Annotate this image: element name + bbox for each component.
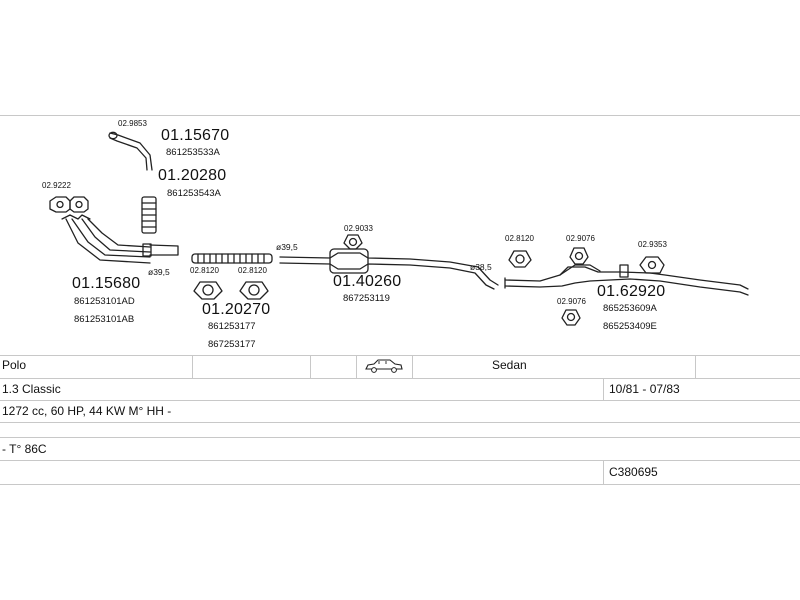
table-row-blank [0,422,800,438]
car-icon-cell [362,358,404,380]
date-range-cell: 10/81 - 07/83 [609,382,680,396]
part-ref-861253177: 861253177 [208,321,256,332]
part-label-02-9076-b: 02.9076 [557,297,586,306]
diameter-label-2: ø39,5 [276,242,298,252]
sedan-car-icon [365,359,403,373]
variant-cell: 1.3 Classic [2,382,61,396]
clamp-icon [343,234,363,250]
part-label-02-9853: 02.9853 [118,119,147,128]
clamp-pair-icon [193,281,269,300]
part-label-02-8120-a: 02.8120 [190,266,219,275]
flex-pipe-icon [191,253,273,264]
exhaust-diagram: 02.9853 01.15670 861253533A 01.20280 861… [0,115,800,355]
diameter-label-1: ø39,5 [148,267,170,277]
downpipe-icon [61,214,179,264]
part-label-02-8120-c: 02.8120 [505,234,534,243]
part-ref-867253177: 867253177 [208,339,256,350]
part-number-01-15670: 01.15670 [161,127,230,144]
bellows-icon [141,196,157,234]
table-row-temp: - T° 86C [0,438,800,461]
table-top-border [0,355,800,356]
model-cell: Polo [2,358,27,372]
elbow-pipe-icon [108,131,153,171]
part-label-02-9076-a: 02.9076 [566,234,595,243]
diameter-label-3: ø38,5 [470,262,492,272]
part-ref-861253101ab: 861253101AB [74,314,135,325]
table-row-variant: 1.3 Classic 10/81 - 07/83 [0,378,800,401]
part-ref-861253101ad: 861253101AD [74,296,135,307]
table-row-code: C380695 [0,460,800,485]
part-label-02-9222: 02.9222 [42,181,71,190]
body-type-cell: Sedan [492,358,527,372]
part-label-02-9353: 02.9353 [638,240,667,249]
part-label-02-8120-b: 02.8120 [238,266,267,275]
part-number-01-62920: 01.62920 [597,283,666,300]
part-label-02-9033: 02.9033 [344,224,373,233]
gasket-pair-icon [49,196,89,213]
code-cell: C380695 [609,465,658,479]
engine-cell: 1272 cc, 60 HP, 44 KW M° HH - [2,404,172,418]
temp-cell: - T° 86C [2,442,47,456]
clamps-rear-icon [508,247,665,326]
part-ref-861253533a: 861253533A [166,147,220,158]
rear-silencer-icon [504,264,749,296]
part-ref-867253119: 867253119 [343,293,390,304]
part-ref-865253409e: 865253409E [603,321,657,332]
part-ref-861253543a: 861253543A [167,188,221,199]
part-number-01-20270: 01.20270 [202,301,271,318]
part-number-01-40260: 01.40260 [333,273,402,290]
middle-silencer-icon [279,248,499,290]
part-ref-865253609a: 865253609A [603,303,657,314]
part-number-01-15680: 01.15680 [72,275,141,292]
top-divider [0,115,800,116]
table-row-model: Polo Sedan [0,356,800,379]
part-number-01-20280: 01.20280 [158,167,227,184]
table-row-engine: 1272 cc, 60 HP, 44 KW M° HH - [0,400,800,423]
exhaust-drawing [49,131,749,326]
